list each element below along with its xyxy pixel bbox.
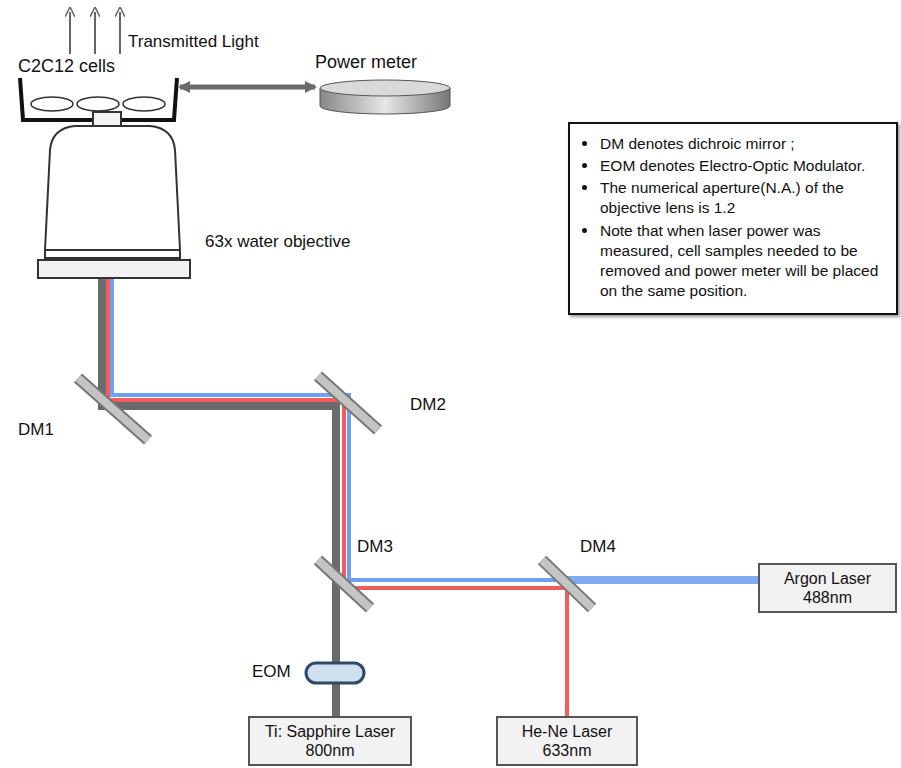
- notes-box: DM denotes dichroic mirror ;EOM denotes …: [568, 122, 898, 315]
- bullet-dot: [582, 228, 587, 233]
- note-item: EOM denotes Electro-Optic Modulator.: [600, 156, 886, 176]
- mirror-label: DM4: [580, 537, 616, 557]
- modulator-label: EOM: [252, 662, 291, 682]
- laser-box: Ti: Sapphire Laser 800nm: [248, 716, 412, 766]
- node-text: Power meter: [315, 52, 455, 73]
- objective-label: 63x water objective: [205, 232, 351, 252]
- mirror-label: DM1: [18, 420, 54, 440]
- bullet-dot: [582, 185, 587, 190]
- node-text: Argon Laser 488nm: [770, 569, 885, 607]
- laser-box: Argon Laser 488nm: [758, 563, 897, 613]
- node-text: He-Ne Laser 633nm: [508, 722, 626, 760]
- dichroic-mirrors: [78, 376, 592, 608]
- transmitted-arrows: [70, 12, 120, 54]
- objective-lens: [38, 112, 190, 278]
- swap-arrow: [180, 85, 315, 90]
- bullet-dot: [582, 141, 587, 146]
- bullet-dot: [582, 163, 587, 168]
- light-label: Transmitted Light: [128, 32, 259, 52]
- node-text: C2C12 cells: [18, 56, 180, 77]
- note-item: The numerical aperture(N.A.) of the obje…: [600, 178, 886, 218]
- node-text: Ti: Sapphire Laser 800nm: [260, 722, 400, 760]
- mirror-label: DM2: [410, 395, 446, 415]
- eom-symbol: [306, 663, 364, 683]
- laser-box: He-Ne Laser 633nm: [496, 716, 638, 766]
- power-meter: Power meter: [315, 52, 455, 114]
- note-item: Note that when laser power was measured,…: [600, 221, 886, 302]
- cell-dish: C2C12 cells: [18, 56, 180, 126]
- note-item: DM denotes dichroic mirror ;: [600, 134, 886, 154]
- power-meter-cylinder: [320, 80, 450, 114]
- mirror-label: DM3: [357, 537, 393, 557]
